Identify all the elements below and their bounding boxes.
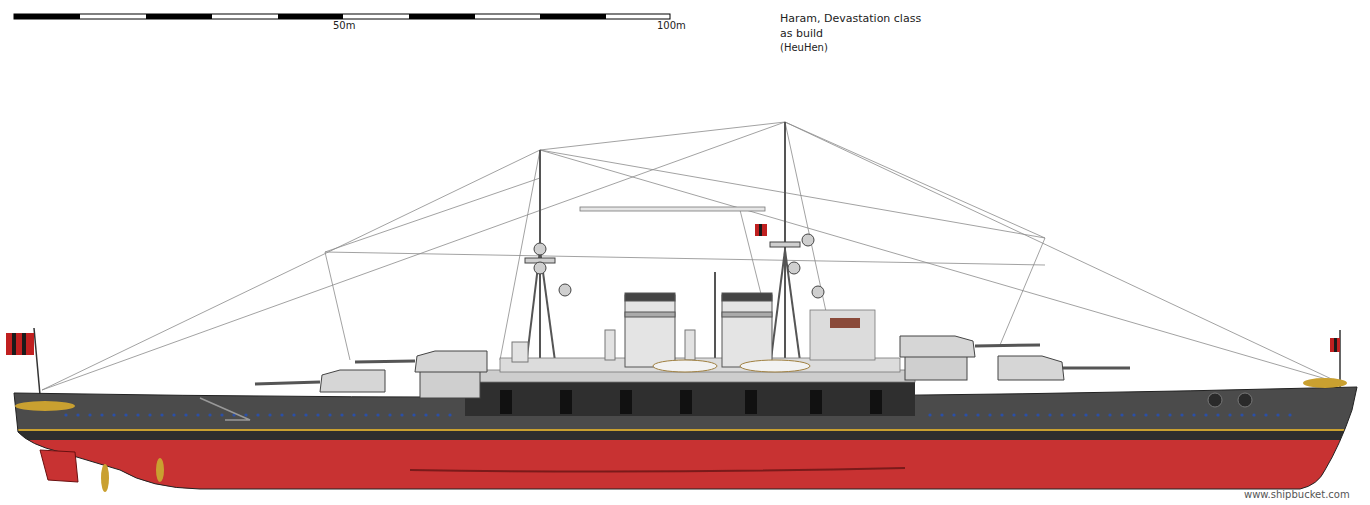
masts (522, 122, 805, 398)
stern-gear (40, 450, 164, 492)
searchlights (525, 234, 824, 298)
title-text: Haram, Devastation class (780, 13, 921, 26)
bilge-keel (410, 468, 905, 472)
label-text: as build (780, 28, 823, 41)
hull-outline (14, 387, 1357, 489)
hull (0, 380, 1370, 500)
label-text: (HeuHen) (780, 42, 828, 54)
rigging (42, 122, 1340, 390)
label-text: 50m (333, 20, 355, 32)
hawse-pipes (1208, 393, 1252, 407)
scale-bar (14, 14, 670, 19)
label-text: 100m (657, 20, 686, 32)
ladder (200, 398, 250, 420)
boats (653, 360, 810, 372)
flags (6, 224, 1340, 395)
turrets (255, 336, 1130, 398)
casemate-guns (500, 390, 882, 414)
aerial-spreader (580, 207, 765, 211)
funnels (625, 293, 772, 367)
label-text: www.shipbucket.com (1244, 489, 1350, 501)
superstructure (465, 310, 915, 416)
